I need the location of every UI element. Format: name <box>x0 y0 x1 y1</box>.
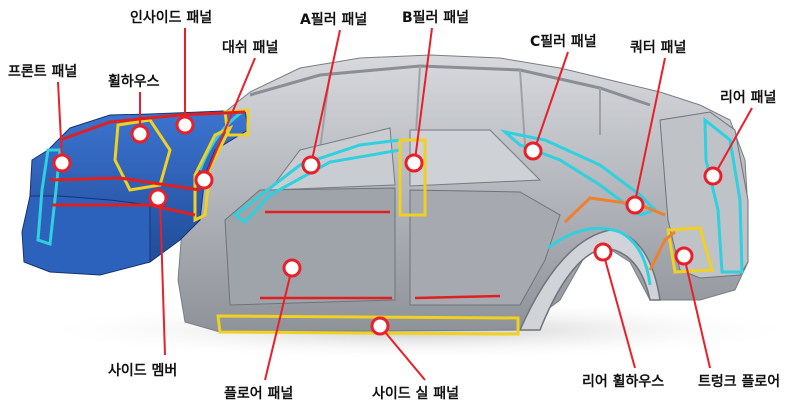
leader-lines <box>57 27 753 381</box>
outline-side-sill <box>216 314 520 336</box>
label-trunk-floor: 트렁크 플로어 <box>698 373 780 390</box>
marker-c-pillar <box>523 141 543 161</box>
rear-door-opening <box>409 189 561 306</box>
rear-wheel-arch <box>518 229 661 331</box>
label-c-pillar: C필러 패널 <box>530 33 597 50</box>
outline-quarter-panel <box>563 196 666 224</box>
marker-front-panel <box>52 153 72 173</box>
marker-inside-panel <box>175 115 195 135</box>
label-side-member: 사이드 멤버 <box>108 362 177 379</box>
label-side-sill-panel: 사이드 실 패널 <box>372 385 459 402</box>
leader-a-pillar <box>311 29 341 161</box>
outline-quarter-lower <box>648 230 676 271</box>
marker-rear-wheelhouse <box>593 242 613 262</box>
marker-side-member <box>148 188 168 208</box>
marker-side-sill <box>370 316 390 336</box>
label-rear-wheelhouse: 리어 휠하우스 <box>582 373 664 390</box>
markers <box>52 115 723 336</box>
marker-wheelhouse <box>130 124 150 144</box>
marker-dash-panel <box>194 170 214 190</box>
leader-quarter-panel <box>634 57 666 203</box>
label-inside-panel: 인사이드 패널 <box>130 9 212 26</box>
leader-side-member <box>159 197 166 356</box>
front-door-opening <box>224 187 396 306</box>
leader-trunk-floor <box>683 255 711 369</box>
leader-rear-wheelhouse <box>602 251 636 369</box>
outline-front-panel <box>36 148 62 247</box>
label-b-pillar: B필러 패널 <box>402 9 469 26</box>
outline-dash-panel <box>198 108 246 171</box>
roof-bows <box>319 65 601 151</box>
leader-rear-panel <box>714 107 753 175</box>
outline-floor-panel <box>260 294 501 300</box>
outline-side-member <box>49 176 201 217</box>
outline-rear-wheelhouse <box>547 226 652 286</box>
marker-quarter-panel <box>625 195 645 215</box>
outline-trunk-floor <box>666 226 714 274</box>
label-dash-panel: 대쉬 패널 <box>222 40 278 56</box>
leader-dash-panel <box>204 57 256 179</box>
label-front-panel: 프론트 패널 <box>8 64 77 80</box>
label-a-pillar: A필러 패널 <box>300 11 367 28</box>
label-wheelhouse: 휠하우스 <box>108 73 160 90</box>
marker-trunk-floor <box>674 246 694 266</box>
leader-front-panel <box>57 81 63 161</box>
marker-b-pillar <box>404 153 424 173</box>
leader-floor-panel <box>264 267 293 381</box>
leader-c-pillar <box>534 51 569 149</box>
roof-frame <box>249 64 651 107</box>
leader-side-sill <box>379 325 426 381</box>
label-floor-panel: 플로어 패널 <box>224 385 293 402</box>
label-quarter-panel: 쿼터 패널 <box>630 39 686 56</box>
marker-rear-panel <box>703 166 723 186</box>
leader-b-pillar <box>414 27 433 161</box>
outline-inside-panel <box>59 110 246 142</box>
marker-floor-panel <box>282 258 302 278</box>
marker-a-pillar <box>301 155 321 175</box>
label-rear-panel: 리어 패널 <box>720 89 776 106</box>
